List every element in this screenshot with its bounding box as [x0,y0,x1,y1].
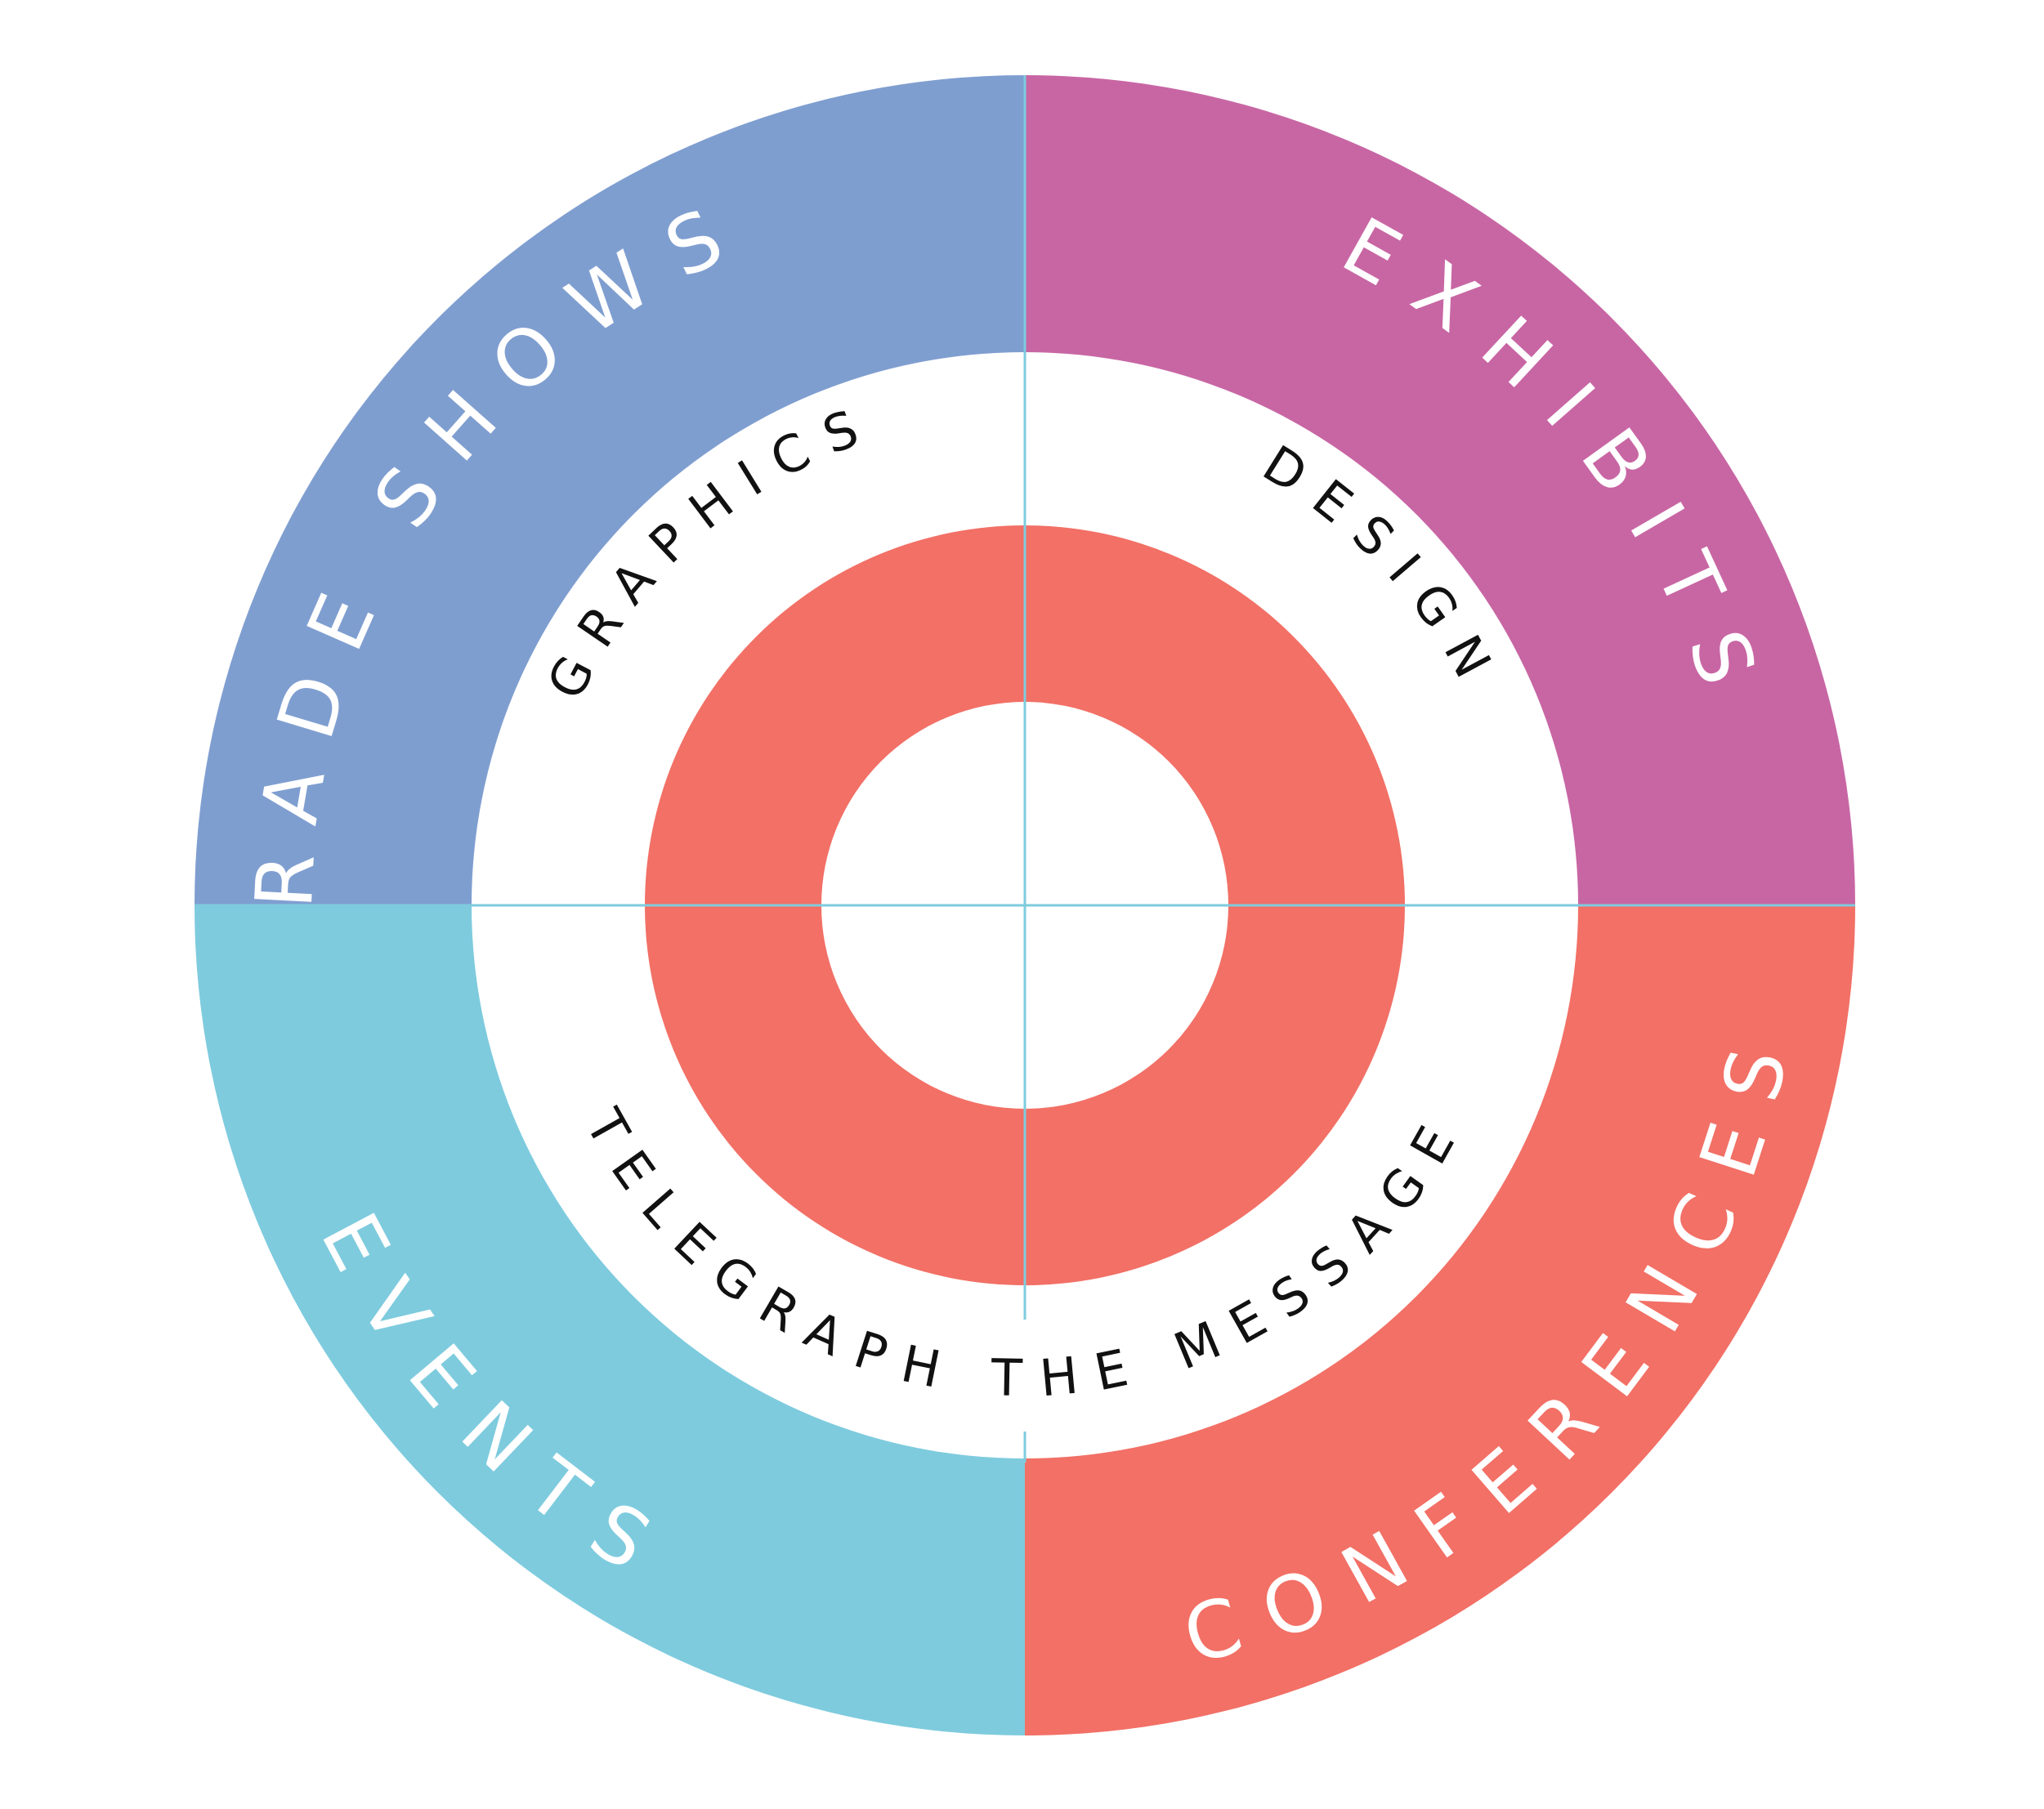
service-wheel-diagram: TRADE SHOWS EXHIBITS EVENTS CONFERENCES … [195,75,1855,1735]
